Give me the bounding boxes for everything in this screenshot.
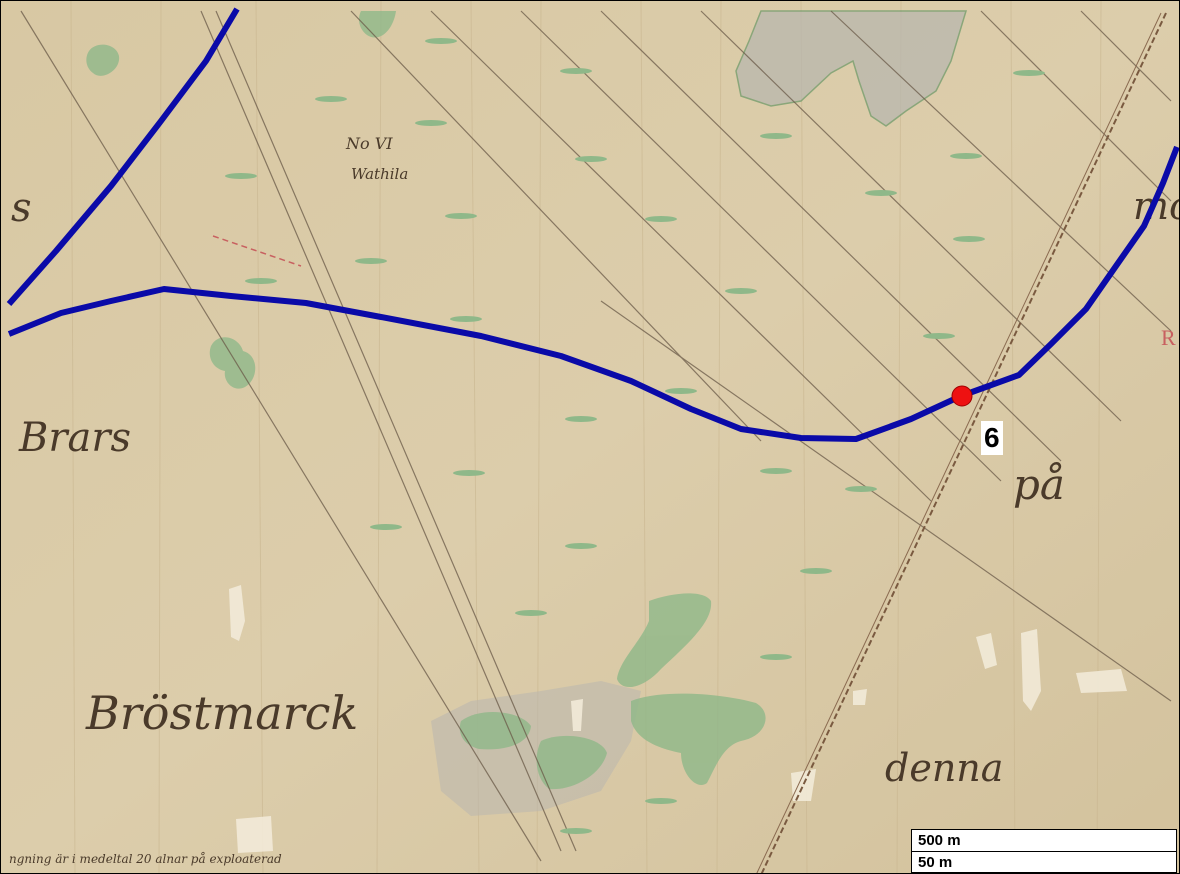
place-label-r: R: [1161, 325, 1176, 350]
place-label-wathila: Wathila: [351, 165, 408, 183]
place-label-no-vi: No VI: [345, 134, 393, 153]
marker-label: 6: [981, 421, 1003, 455]
scale-label-small: 50 m: [918, 854, 953, 871]
survey-lines: [20, 10, 1172, 862]
paper-texture: [70, 1, 1102, 873]
place-label-pa: på: [1013, 460, 1065, 509]
survey-line-parallel: [756, 12, 1162, 873]
grass-tuft-icons: [225, 38, 1045, 834]
marker-point[interactable]: [951, 385, 973, 407]
dashed-survey-line: [760, 12, 1167, 873]
route-line-upper[interactable]: [6, 7, 240, 306]
place-label-brars: Brars: [18, 415, 131, 461]
paper-damage: [229, 585, 1127, 853]
route-line-main[interactable]: [7, 145, 1179, 442]
place-label-brostmarck: Bröstmarck: [85, 686, 358, 740]
map-bottom-note: ngning är i medeltal 20 alnar på exploat…: [9, 852, 282, 866]
place-label-s: s: [11, 185, 32, 231]
scale-bar: 500 m 50 m: [911, 829, 1177, 873]
scale-label-large: 500 m: [912, 830, 1176, 852]
red-dashed-line: [212, 235, 302, 267]
lake-top-right: [735, 10, 968, 127]
place-label-denna: denna: [885, 746, 1003, 790]
